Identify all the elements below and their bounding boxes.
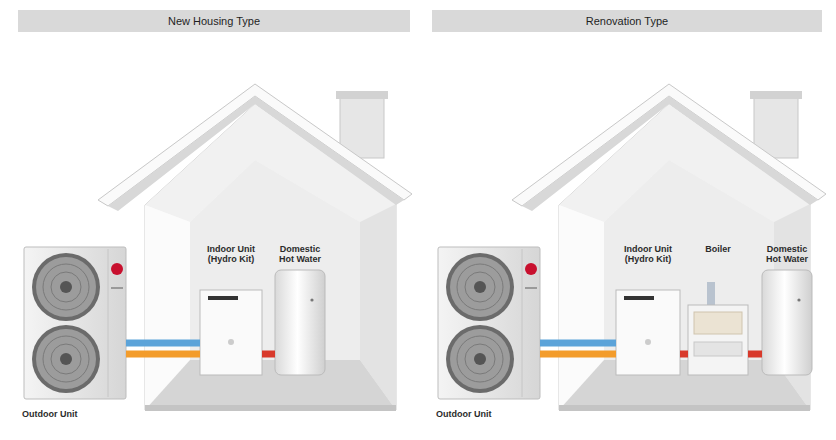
unit-logo [645,339,651,345]
panel-title: Renovation Type [432,10,822,32]
outdoor-unit-drawing [438,247,540,399]
hot-water-tank: Domestic Hot Water [762,243,812,375]
boiler-panel [694,312,742,334]
water-pipe [680,351,688,358]
unit-label: Indoor Unit (Hydro Kit) [616,245,680,265]
boiler: Boiler [688,243,748,375]
outdoor-unit: Outdoor Unit [22,245,126,422]
panel-title: New Housing Type [18,10,410,32]
water-pipe [262,351,275,358]
indoor-unit: Indoor Unit (Hydro Kit) [616,243,680,375]
hot-water-tank: Domestic Hot Water [275,243,325,375]
panel: Outdoor Unit Indoor Unit (Hydro Kit) Boile… [432,10,822,435]
unit-logo [228,339,234,345]
refrigerant-pipe [540,351,616,358]
outdoor-unit: Outdoor Unit [436,245,540,422]
unit-badge [624,296,654,300]
unit-label: Domestic Hot Water [762,245,812,265]
indoor-unit-drawing [200,290,262,375]
house-cutaway [512,84,826,411]
unit-badge [208,296,238,300]
unit-label: Domestic Hot Water [275,245,325,265]
house-cutaway [98,84,412,411]
outdoor-unit-drawing [24,247,126,399]
tank-drawing [762,270,812,375]
tank-gauge [797,298,800,301]
refrigerant-pipe [540,340,616,347]
boiler-controls [694,342,742,356]
unit-label: Indoor Unit (Hydro Kit) [200,245,262,265]
panel: Outdoor Unit Indoor Unit (Hydro Kit) Domes… [18,10,410,435]
boiler-flue [707,282,715,305]
unit-label: Outdoor Unit [436,410,492,420]
tank-gauge [310,298,313,301]
boiler-drawing [688,305,748,375]
tank-drawing [275,270,325,375]
refrigerant-pipe [126,351,200,358]
unit-label: Outdoor Unit [22,410,78,420]
water-pipe [748,351,762,358]
indoor-unit-drawing [616,290,680,375]
unit-label: Boiler [688,245,748,255]
refrigerant-pipe [126,340,200,347]
indoor-unit: Indoor Unit (Hydro Kit) [200,243,262,375]
